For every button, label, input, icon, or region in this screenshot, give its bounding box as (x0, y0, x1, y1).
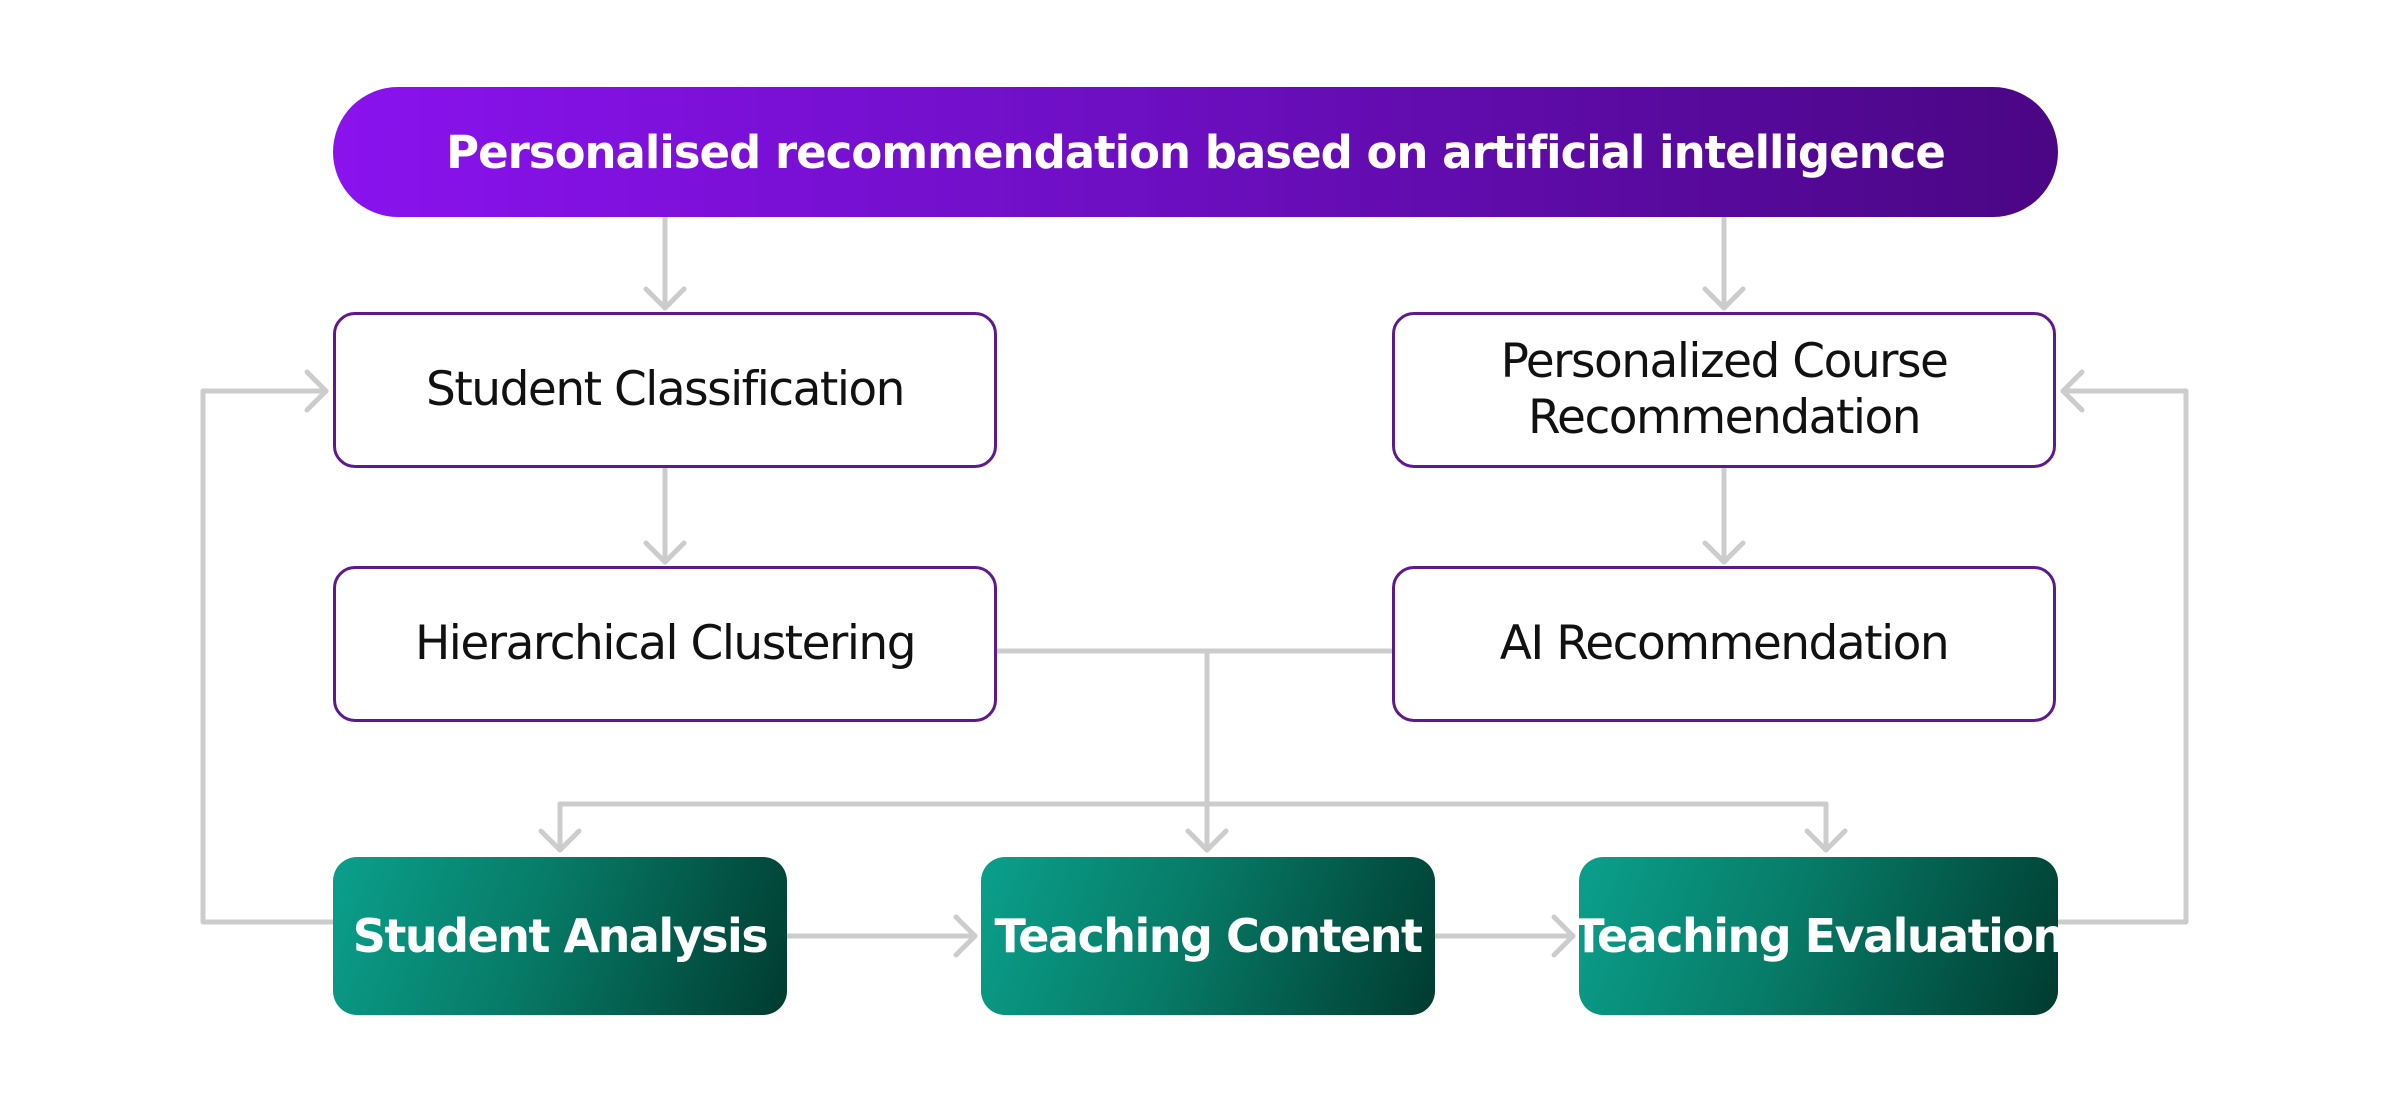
arrowhead (1702, 540, 1746, 565)
header-title: Personalised recommendation based on art… (333, 87, 2058, 217)
ai-recommendation-box: AI Recommendation (1392, 566, 2056, 722)
personalized-course-recommendation-box: Personalized Course Recommendation (1392, 312, 2056, 468)
arrowhead (643, 286, 687, 311)
hierarchical-clustering-box: Hierarchical Clustering (333, 566, 997, 722)
feedback-left (200, 388, 336, 925)
hierarchical-clustering-label: Hierarchical Clustering (414, 615, 917, 671)
arrowhead (643, 540, 687, 565)
student-analysis-box: Student Analysis (333, 857, 787, 1015)
arrowhead (538, 828, 582, 853)
personalized-course-line2: Recommendation (1528, 390, 1922, 445)
student-analysis-label: Student Analysis (352, 909, 769, 963)
teaching-evaluation-label: Teaching Evaluation (1573, 909, 2065, 963)
arrowhead (953, 914, 978, 958)
arrowhead (1551, 914, 1576, 958)
arrowhead (1804, 828, 1848, 853)
arrowhead (1185, 828, 1229, 853)
ai-recommendation-label: AI Recommendation (1499, 615, 1950, 671)
teaching-content-label: Teaching Content (994, 909, 1423, 963)
arrowhead (1702, 286, 1746, 311)
feedback-right (2055, 388, 2189, 925)
arrowhead (304, 369, 329, 413)
arrowhead (2060, 369, 2085, 413)
teaching-content-box: Teaching Content (981, 857, 1435, 1015)
personalized-course-line1: Personalized Course (1500, 333, 1949, 389)
teaching-evaluation-box: Teaching Evaluation (1573, 857, 2065, 1015)
student-classification-label: Student Classification (426, 361, 905, 417)
student-classification-box: Student Classification (333, 312, 997, 468)
header-title-text: Personalised recommendation based on art… (446, 125, 1946, 179)
